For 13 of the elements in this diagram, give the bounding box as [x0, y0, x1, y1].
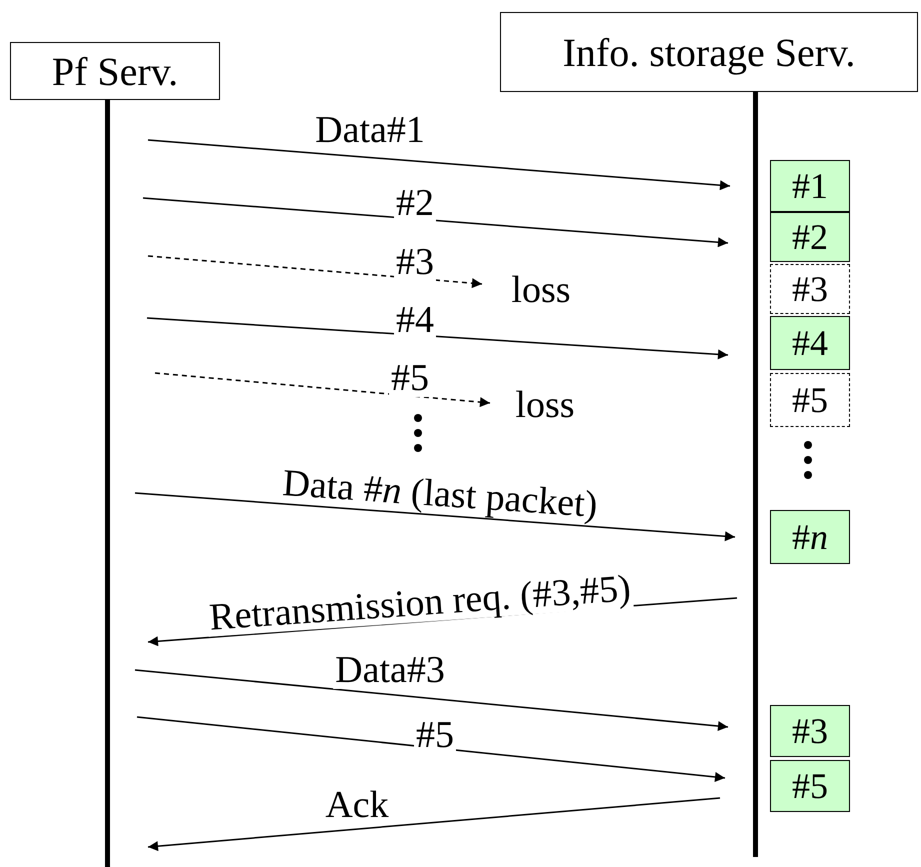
- arrow: [148, 139, 730, 190]
- loss-note: loss: [500, 383, 590, 427]
- arrow: [134, 492, 736, 542]
- arrow: [148, 797, 720, 852]
- arrow: [134, 669, 728, 732]
- server-box: Info. storage Serv.: [500, 12, 918, 92]
- arrow: [136, 716, 726, 782]
- arrow: [142, 197, 728, 248]
- dashed-arrow: [148, 255, 482, 288]
- arrow: [146, 317, 728, 360]
- server-box: Pf Serv.: [10, 42, 220, 100]
- loss-note: loss: [496, 268, 586, 312]
- dashed-arrow: [154, 372, 490, 408]
